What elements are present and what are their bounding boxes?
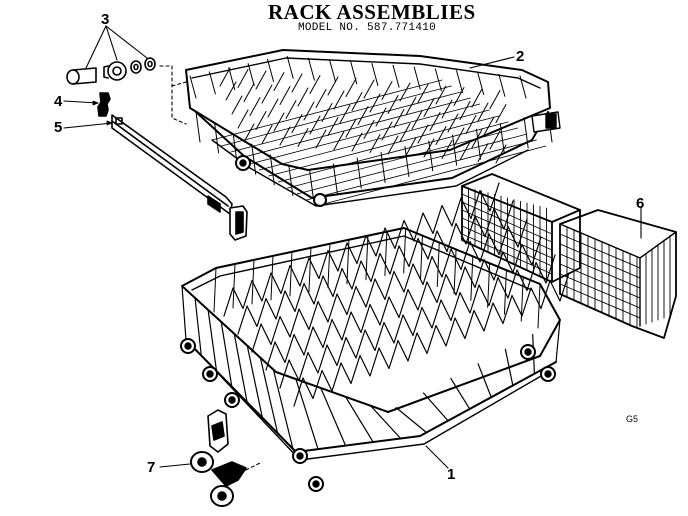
part-5-rail (63, 114, 248, 241)
corner-stamp: G5 (626, 414, 639, 424)
diagram-title: RACK ASSEMBLIES (268, 0, 476, 24)
part-4-clip (63, 92, 111, 117)
callout-1: 1 (447, 466, 456, 483)
part-1-lower-rack (180, 182, 570, 492)
part-7-wheel-assembly (159, 409, 263, 507)
model-number: MODEL NO. 587.771410 (298, 22, 437, 34)
callout-4: 4 (54, 93, 63, 110)
callout-2: 2 (516, 48, 525, 65)
callout-3: 3 (101, 11, 110, 28)
part-3-hardware (66, 25, 156, 85)
part-2-upper-rack (159, 49, 561, 207)
callout-7: 7 (147, 459, 156, 476)
callout-6: 6 (636, 195, 645, 212)
callout-5: 5 (54, 119, 63, 136)
